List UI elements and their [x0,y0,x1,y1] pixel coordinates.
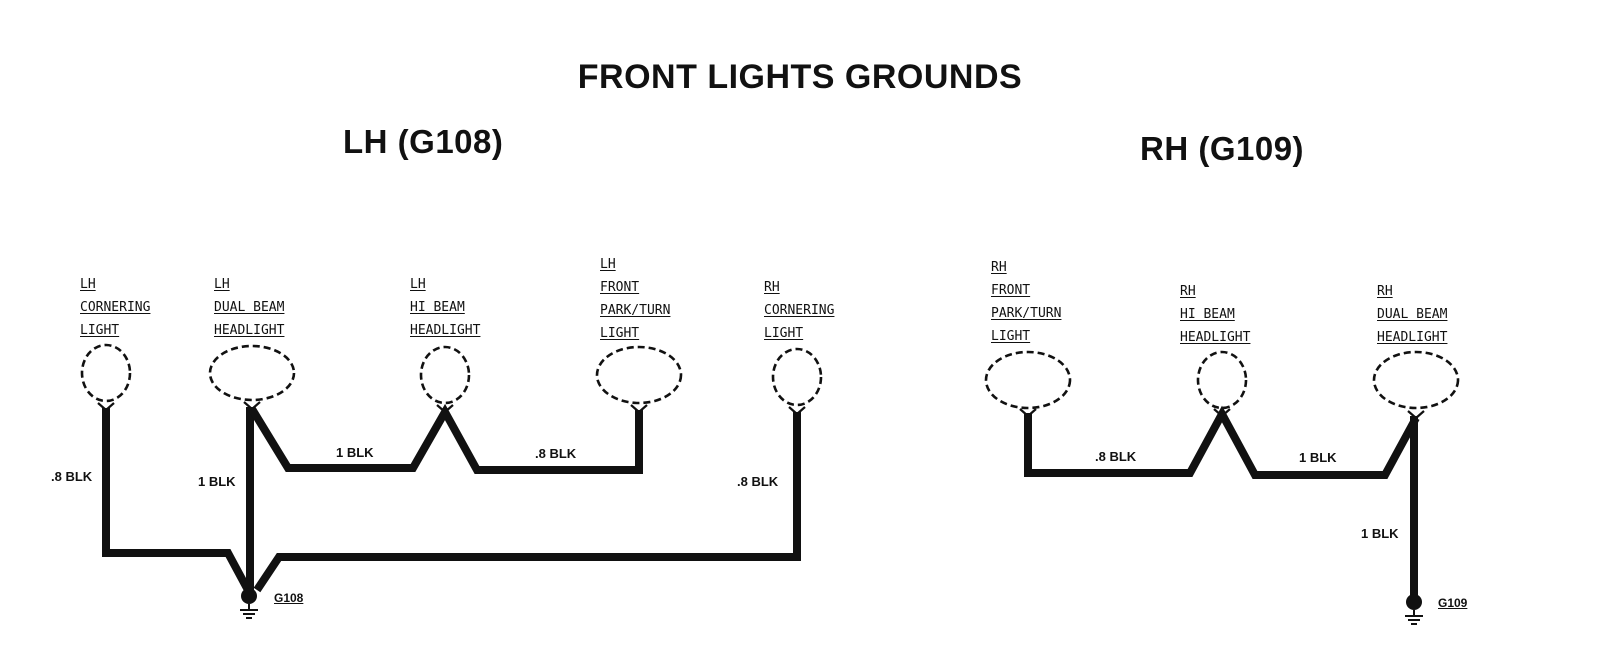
wire-label-lh-park-turn: .8 BLK [535,446,577,461]
lh-ground-heading: LH (G108) [343,123,504,160]
wire-label-rh-dual-beam: 1 BLK [1361,526,1399,541]
wire-rh-cornering-return [253,412,801,593]
ground-label-g109: G109 [1438,596,1468,610]
lh-hi-beam-lamp-icon [419,345,471,405]
rh-ground-heading: RH (G109) [1140,130,1305,167]
rh-front-park-turn-light-label: RH FRONT PARK/TURN LIGHT [991,260,1062,344]
lh-cornering-light-label: LH CORNERING LIGHT [80,277,151,338]
rh-park-turn-lamp-icon [984,350,1072,410]
lh-front-park-turn-light-label: LH FRONT PARK/TURN LIGHT [600,257,671,341]
rh-dual-beam-lamp-icon [1372,350,1460,410]
ground-label-g108: G108 [274,591,304,605]
lh-park-turn-lamp-icon [595,345,683,405]
wire-lh-cornering [102,408,253,594]
ground-g109-icon [1405,594,1423,625]
wire-label-lh-dual-beam: 1 BLK [198,474,236,489]
wire-label-rh-cornering: .8 BLK [737,474,779,489]
wire-label-rh-park-turn: .8 BLK [1095,449,1137,464]
lh-dual-beam-headlight-label: LH DUAL BEAM HEADLIGHT [214,277,285,338]
rh-hi-beam-headlight-label: RH HI BEAM HEADLIGHT [1180,284,1251,345]
lh-cornering-lamp-icon [80,343,132,403]
wire-rh-headlight-chain [1024,405,1420,479]
ground-g108-icon [240,588,258,619]
wire-label-rh-hi-beam: 1 BLK [1299,450,1337,465]
rh-cornering-light-label: RH CORNERING LIGHT [764,280,835,341]
wire-lh-headlight-chain [248,403,643,474]
rh-dual-beam-headlight-label: RH DUAL BEAM HEADLIGHT [1377,284,1448,345]
lh-hi-beam-headlight-label: LH HI BEAM HEADLIGHT [410,277,481,338]
rh-hi-beam-lamp-icon [1196,350,1248,410]
page-title: FRONT LIGHTS GROUNDS [577,58,1023,96]
wire-label-lh-cornering: .8 BLK [51,469,93,484]
rh-cornering-lamp-icon [771,347,823,407]
lh-dual-beam-lamp-icon [208,344,296,402]
wire-label-lh-hi-beam: 1 BLK [336,445,374,460]
